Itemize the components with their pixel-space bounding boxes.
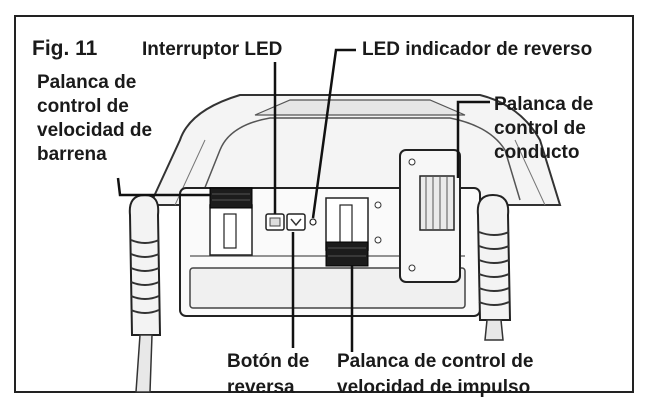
callout-chute-lever: Palanca de control de conducto (494, 94, 594, 163)
led-switch-face (269, 217, 281, 227)
chute-crank-cylinder (419, 175, 455, 231)
leader-reverse-led (311, 48, 356, 219)
figure-number: Fig. 11 (32, 37, 98, 60)
hood-top-window (254, 99, 466, 116)
right-handle-shaft (484, 319, 504, 341)
drive-lever-handle (325, 241, 369, 267)
right-handle (476, 193, 512, 321)
reverse-led (309, 218, 317, 226)
auger-lever-handle (209, 187, 253, 209)
callout-auger-speed-lever: Palanca de control de velocidad de barre… (37, 72, 153, 165)
hood-crease-right (514, 139, 546, 206)
chute-screw-bottom (408, 264, 416, 272)
left-grip-ribs (130, 239, 160, 314)
callout-led-switch: Interruptor LED (142, 38, 283, 61)
leader-auger (116, 177, 210, 197)
reverse-button-body (286, 213, 306, 231)
reverse-button-arrow (290, 218, 302, 227)
callout-reverse-button: Botón de reversa (227, 351, 310, 398)
drive-lever-slot (339, 204, 353, 244)
panel-lower-plate (189, 267, 466, 309)
left-handle-shaft (135, 334, 153, 393)
leader-lines (116, 48, 490, 352)
right-grip-ribs (478, 231, 510, 306)
callout-drive-speed-lever: Palanca de control de velocidad de impul… (337, 351, 534, 398)
callout-reverse-led: LED indicador de reverso (362, 38, 593, 61)
panel-screw-a (374, 201, 382, 209)
auger-lever-slot (223, 213, 237, 249)
hood-inner-ridge (199, 117, 521, 201)
panel-screw-b (374, 236, 382, 244)
chute-screw-top (408, 158, 416, 166)
leader-chute (456, 100, 490, 178)
